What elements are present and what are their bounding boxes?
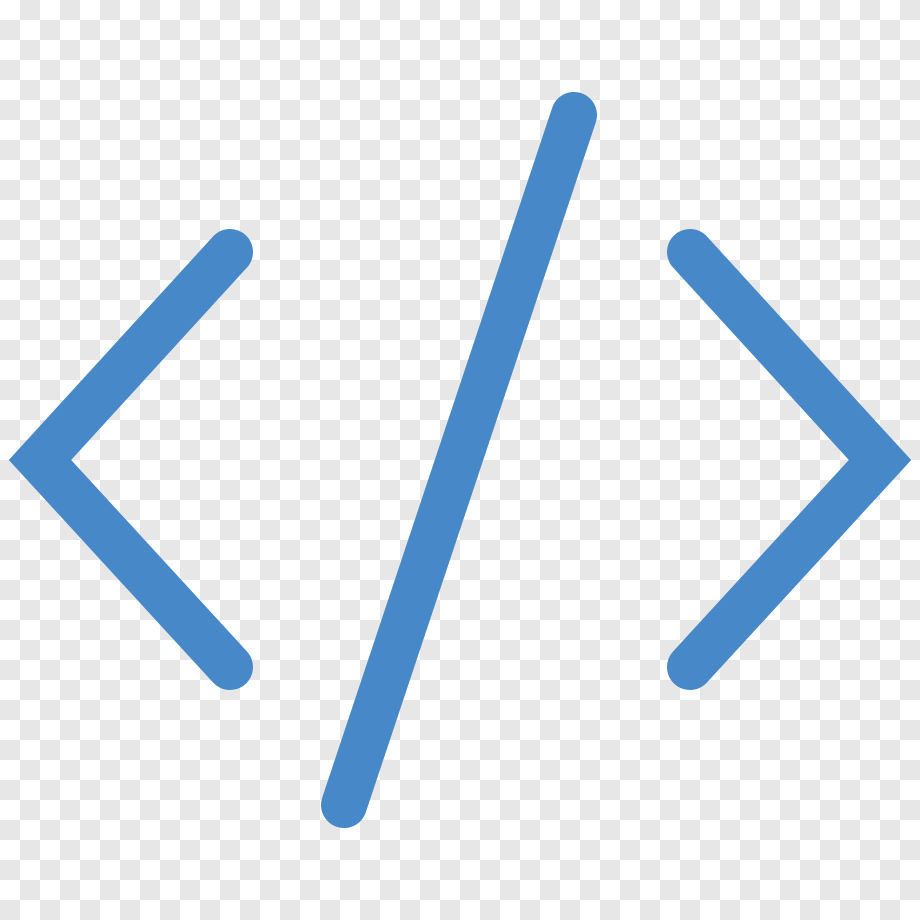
slash-icon: [321, 92, 597, 828]
chevron-right-icon: [667, 229, 912, 690]
chevron-left-icon: [8, 229, 253, 690]
